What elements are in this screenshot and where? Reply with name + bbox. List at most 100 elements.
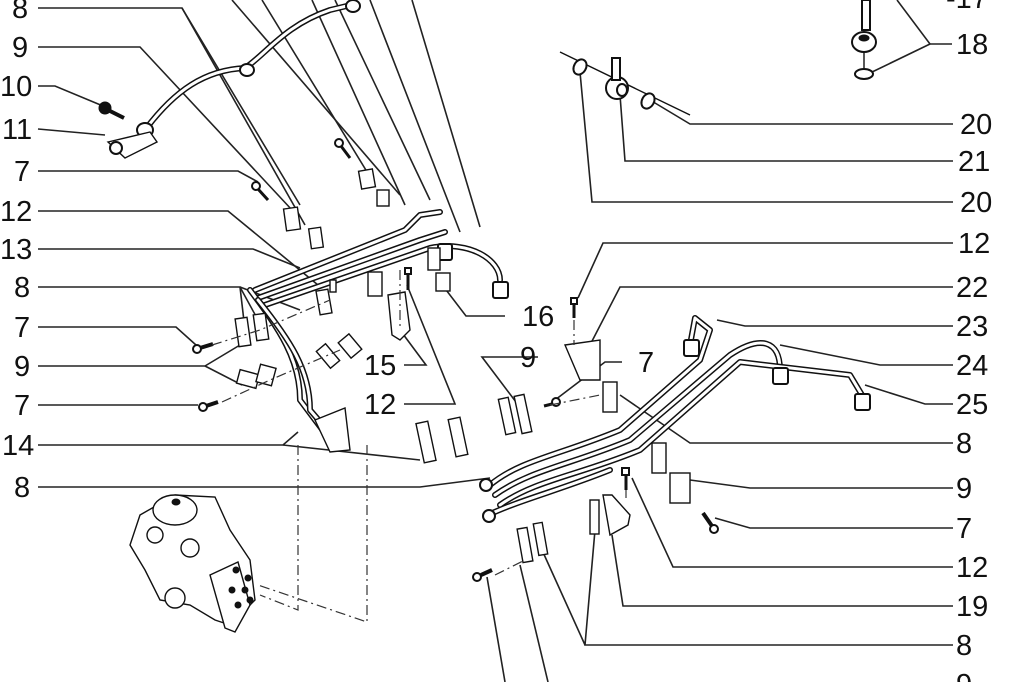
leader-C5 xyxy=(404,284,457,405)
leader-R12 xyxy=(689,479,953,489)
leader-R16 xyxy=(584,529,953,646)
callout-L9: 7 xyxy=(14,312,30,344)
clamp-half-icon xyxy=(282,206,302,232)
leader-L1b xyxy=(181,7,306,226)
seal-washer-icon xyxy=(854,68,874,80)
labels-right: -17 18 20 21 20 12 22 23 24 25 8 9 7 12 … xyxy=(946,0,992,682)
bolt-icon xyxy=(334,138,352,159)
leaders-left xyxy=(37,7,491,488)
leader-R3 xyxy=(649,99,953,125)
callout-R9: 24 xyxy=(956,350,988,382)
leader-top-3 xyxy=(311,0,406,206)
pipe-nut-icon xyxy=(345,0,361,13)
bolt-7-icon xyxy=(472,568,493,582)
leader-C4 xyxy=(554,361,622,401)
callout-L7: 13 xyxy=(0,234,32,266)
pipe-nut-icon xyxy=(683,339,700,357)
pipe-nut-icon xyxy=(854,393,871,411)
pipe-nut-icon xyxy=(482,509,496,523)
callout-L10: 9 xyxy=(14,351,30,383)
leader-L12 xyxy=(38,431,299,446)
bracket-22-icon xyxy=(563,339,601,381)
clip-icon xyxy=(367,271,383,297)
callout-C5: 12 xyxy=(364,389,396,421)
clip-icon xyxy=(435,272,451,292)
bracket-14-icon xyxy=(314,407,351,453)
callout-L13: 8 xyxy=(14,472,30,504)
leader-L8 xyxy=(38,286,259,321)
callout-R16: 8 xyxy=(956,630,972,662)
clamp-half-icon xyxy=(532,521,549,557)
leader-R6 xyxy=(577,242,953,299)
leader-R9 xyxy=(779,344,953,366)
bracket-15-icon xyxy=(387,291,411,341)
leader-L9 xyxy=(38,326,197,346)
upper-pipe xyxy=(98,0,361,159)
callout-C2: 9 xyxy=(520,342,536,374)
bolt-12-icon xyxy=(570,297,578,318)
clamp-half-icon xyxy=(513,393,533,435)
leader-L7 xyxy=(38,248,301,269)
assembly-lines xyxy=(211,270,627,623)
bracket-19-icon xyxy=(602,494,631,537)
pipe-nut-icon xyxy=(492,281,509,299)
leader-L13 xyxy=(38,477,491,488)
bolt-12-icon xyxy=(621,467,630,490)
leader-L2 xyxy=(38,46,293,211)
callout-C1: 16 xyxy=(522,301,554,333)
clip-icon xyxy=(651,442,667,474)
leader-C1 xyxy=(439,281,505,317)
pipe-nut-icon xyxy=(479,478,493,492)
leader-L10b xyxy=(204,365,243,386)
clamp-half-icon xyxy=(234,316,252,348)
callout-R12: 9 xyxy=(956,473,972,505)
leader-R10 xyxy=(864,384,953,405)
leader-L5 xyxy=(38,170,259,183)
clip-icon xyxy=(602,381,618,413)
bolt-icon xyxy=(329,279,337,293)
callout-R6: 12 xyxy=(958,228,990,260)
leaders-right xyxy=(231,0,953,682)
bolt-7-icon xyxy=(192,342,214,354)
leader-C2 xyxy=(480,356,538,411)
pipe-nut-icon xyxy=(239,63,255,77)
leader-R14 xyxy=(631,477,953,568)
leader-L3 xyxy=(38,85,104,107)
clamp-half-icon xyxy=(447,416,469,458)
callout-C3: 15 xyxy=(364,350,396,382)
leader-top-4 xyxy=(334,0,431,201)
seal-washer-icon xyxy=(572,58,588,76)
clamp-half-icon xyxy=(252,312,270,342)
leader-L10 xyxy=(38,344,241,367)
clamp-half-icon xyxy=(497,396,517,436)
return-pipe-icon xyxy=(861,0,871,31)
leader-R5 xyxy=(579,71,953,203)
callout-R4: 21 xyxy=(958,146,990,178)
callout-R10: 25 xyxy=(956,389,988,421)
callout-R7: 22 xyxy=(956,272,988,304)
leader-top-5 xyxy=(369,0,461,233)
clamp-half-icon xyxy=(415,420,437,464)
leader-top-1 xyxy=(231,0,401,196)
leader-L6 xyxy=(38,210,319,286)
pipe-bundle-left xyxy=(192,209,509,453)
clip-icon xyxy=(357,168,377,190)
leader-R13 xyxy=(714,517,953,529)
callout-L8: 8 xyxy=(14,272,30,304)
leader-R1 xyxy=(896,0,931,45)
bolt-10-icon xyxy=(98,101,125,120)
callout-R1: -17 xyxy=(946,0,988,15)
banjo-stem-icon xyxy=(611,57,621,81)
clamp-half-icon xyxy=(669,472,691,504)
callout-R3: 20 xyxy=(960,109,992,141)
leader-top-2 xyxy=(261,0,373,181)
bolt-7-icon xyxy=(198,400,219,412)
callout-R5: 20 xyxy=(960,187,992,219)
return-fitting xyxy=(851,0,877,80)
leader-R17b xyxy=(519,564,549,682)
leader-C3 xyxy=(399,329,428,366)
callout-L11: 7 xyxy=(14,390,30,422)
leader-top-6 xyxy=(411,0,481,228)
clamp-half-icon xyxy=(589,499,600,535)
